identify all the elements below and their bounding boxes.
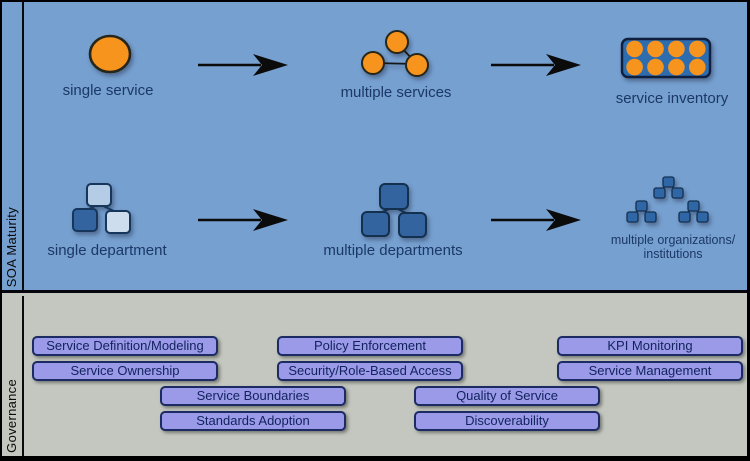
- single-department-icon: [72, 183, 131, 234]
- governance-panel: Governance Service Definition/Modeling P…: [2, 296, 747, 456]
- single-department-label: single department: [47, 242, 167, 259]
- arrow-right-icon: [198, 209, 288, 231]
- single-service-icon: [88, 34, 132, 74]
- arrow-right-icon: [491, 54, 581, 76]
- multiple-organizations-label-line2: institutions: [643, 247, 703, 261]
- governance-box-security-role-based-access: Security/Role-Based Access: [277, 361, 463, 381]
- governance-box-service-ownership: Service Ownership: [32, 361, 218, 381]
- soa-maturity-sidebar-label: SOA Maturity: [4, 206, 19, 287]
- multiple-organizations-label: multiple organizations/ institutions: [583, 233, 747, 261]
- service-inventory-icon: [620, 37, 712, 79]
- single-service-label: single service: [62, 82, 154, 99]
- multiple-departments-label: multiple departments: [323, 242, 463, 259]
- governance-box-standards-adoption: Standards Adoption: [160, 411, 346, 431]
- governance-box-service-management: Service Management: [557, 361, 743, 381]
- governance-box-service-definition-modeling: Service Definition/Modeling: [32, 336, 218, 356]
- governance-box-discoverability: Discoverability: [414, 411, 600, 431]
- governance-box-policy-enforcement: Policy Enforcement: [277, 336, 463, 356]
- multiple-organizations-label-line1: multiple organizations/: [610, 233, 736, 247]
- governance-box-service-boundaries: Service Boundaries: [160, 386, 346, 406]
- arrow-right-icon: [198, 54, 288, 76]
- sidebar-divider: [22, 296, 24, 456]
- sidebar-divider: [22, 2, 24, 290]
- arrow-right-icon: [491, 209, 581, 231]
- governance-box-kpi-monitoring: KPI Monitoring: [557, 336, 743, 356]
- soa-maturity-panel: SOA Maturity single service multiple ser…: [2, 2, 747, 293]
- service-inventory-label: service inventory: [615, 90, 729, 107]
- multiple-departments-icon: [361, 183, 427, 238]
- multiple-organizations-icon: [626, 176, 709, 223]
- governance-sidebar-label: Governance: [4, 379, 19, 453]
- governance-box-quality-of-service: Quality of Service: [414, 386, 600, 406]
- multiple-services-icon: [361, 30, 429, 77]
- multiple-services-label: multiple services: [340, 84, 452, 101]
